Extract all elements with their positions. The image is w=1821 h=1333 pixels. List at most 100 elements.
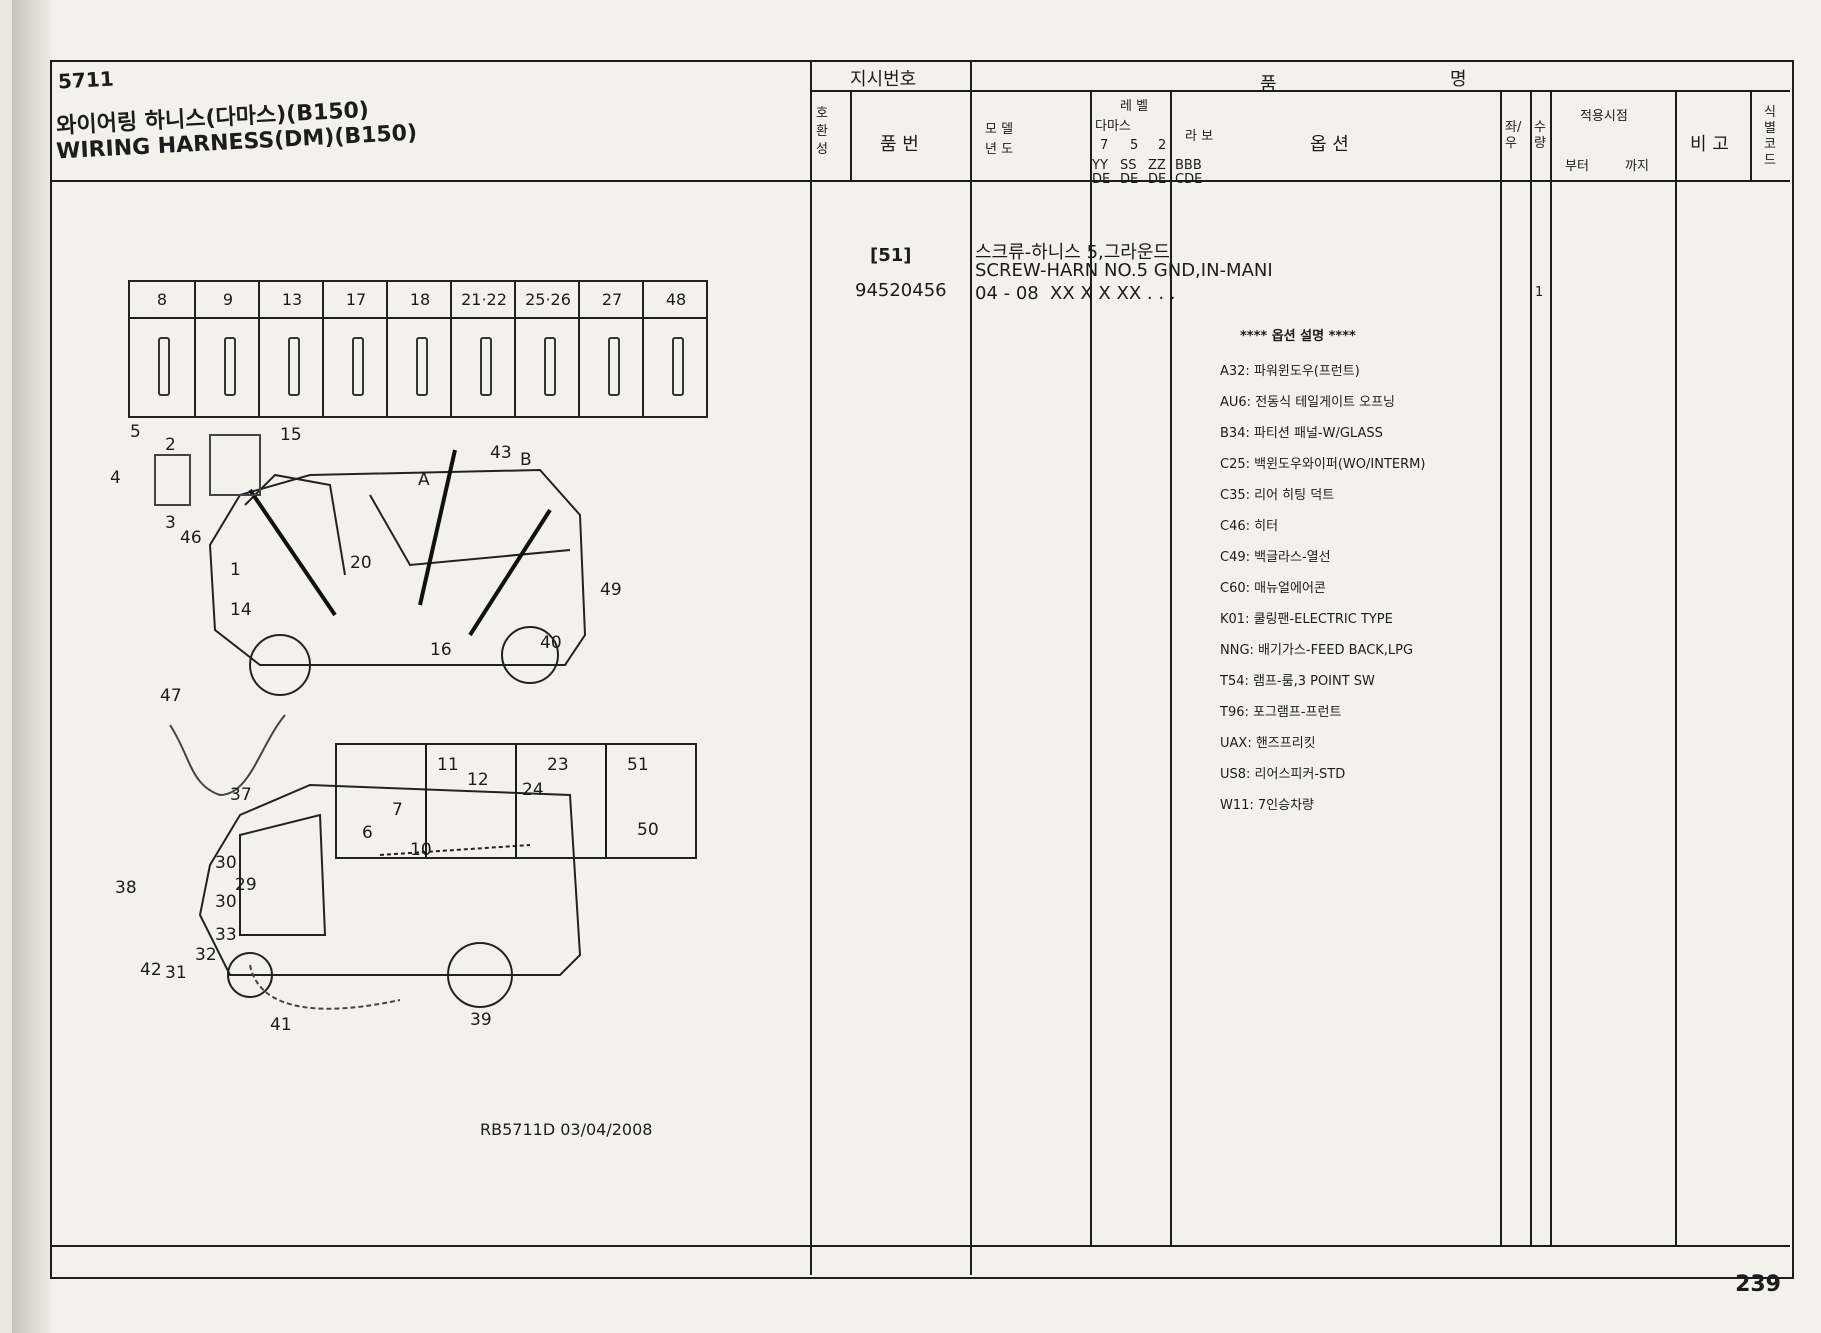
option-item: C35: 리어 히팅 덕트 bbox=[1220, 488, 1335, 503]
part-icon bbox=[288, 337, 300, 396]
parts-table-number: 27 bbox=[601, 290, 623, 309]
inset-callout: 50 bbox=[637, 820, 659, 840]
entry-part-no: 94520456 bbox=[855, 280, 947, 301]
callout-number: 10 bbox=[410, 840, 432, 860]
level-2: 2 bbox=[1158, 138, 1167, 153]
callout-number: 49 bbox=[600, 580, 622, 600]
parts-table-cell: 25·26 bbox=[514, 282, 580, 416]
instruction-no-header: 지시번호 bbox=[850, 69, 917, 90]
parts-table-cell: 13 bbox=[258, 282, 324, 416]
option-item: AU6: 전동식 테일게이트 오프닝 bbox=[1220, 395, 1396, 410]
parts-table-cell: 9 bbox=[194, 282, 260, 416]
callout-number: 5 bbox=[130, 422, 141, 442]
variant-de-2: DE bbox=[1120, 172, 1139, 187]
qty-header: 수량 bbox=[1534, 120, 1546, 151]
page-binding-shadow bbox=[12, 0, 52, 1333]
inset-callout: 51 bbox=[627, 755, 649, 775]
part-icon bbox=[352, 337, 364, 396]
parts-table-cell: 17 bbox=[322, 282, 388, 416]
parts-table-number: 13 bbox=[281, 290, 303, 309]
callout-number: 3 bbox=[165, 513, 176, 533]
callout-number: 1 bbox=[230, 560, 241, 580]
parts-table-number: 25·26 bbox=[525, 290, 571, 309]
labo-header: 라 보 bbox=[1185, 129, 1214, 144]
remark-header: 비 고 bbox=[1690, 134, 1729, 155]
part-icon bbox=[224, 337, 236, 396]
inset-callout: 23 bbox=[547, 755, 569, 775]
variant-yy: YY bbox=[1092, 158, 1108, 173]
callout-number: 39 bbox=[470, 1010, 492, 1030]
catalog-sheet: 5711 와이어링 하니스(다마스)(B150) WIRING HARNESS(… bbox=[50, 60, 1810, 1280]
option-item: C49: 백글라스-열선 bbox=[1220, 550, 1331, 565]
variant-zz: ZZ bbox=[1148, 158, 1166, 173]
callout-number: 15 bbox=[280, 425, 302, 445]
page-frame bbox=[50, 60, 1794, 1279]
callout-number: A bbox=[418, 470, 430, 490]
part-icon bbox=[480, 337, 492, 396]
callout-number: 41 bbox=[270, 1015, 292, 1035]
callout-number: 46 bbox=[180, 528, 202, 548]
callout-number: 32 bbox=[195, 945, 217, 965]
part-icon bbox=[158, 337, 170, 396]
callout-number: 47 bbox=[160, 686, 182, 706]
option-item: NNG: 배기가스-FEED BACK,LPG bbox=[1220, 643, 1414, 658]
entry-name-korean: 스크류-하니스 5,그라운드 bbox=[975, 242, 1170, 263]
option-item: UAX: 핸즈프리킷 bbox=[1220, 736, 1316, 751]
callout-number: 20 bbox=[350, 553, 372, 573]
parts-table-number: 48 bbox=[665, 290, 687, 309]
page-number: 239 bbox=[1735, 1272, 1781, 1297]
level-5: 5 bbox=[1130, 138, 1139, 153]
part-no-header: 품 번 bbox=[880, 134, 919, 155]
callout-number: 38 bbox=[115, 878, 137, 898]
catalog-page: 5711 와이어링 하니스(다마스)(B150) WIRING HARNESS(… bbox=[12, 0, 1821, 1333]
parts-table-number: 9 bbox=[222, 290, 234, 309]
part-icon bbox=[672, 337, 684, 396]
from-header: 부터 bbox=[1565, 159, 1589, 174]
entry-qty: 1 bbox=[1535, 285, 1544, 300]
parts-table-number: 8 bbox=[156, 290, 168, 309]
variant-de-3: DE bbox=[1148, 172, 1167, 187]
callout-number: 4 bbox=[110, 468, 121, 488]
inset-callout: 24 bbox=[522, 780, 544, 800]
entry-index: [51] bbox=[870, 245, 912, 266]
parts-table-number: 18 bbox=[409, 290, 431, 309]
callout-number: 30 bbox=[215, 892, 237, 912]
parts-table-cell: 48 bbox=[642, 282, 708, 416]
option-item: A32: 파워윈도우(프런트) bbox=[1220, 364, 1360, 379]
callout-number: 33 bbox=[215, 925, 237, 945]
parts-table-number: 17 bbox=[345, 290, 367, 309]
callout-number: 14 bbox=[230, 600, 252, 620]
option-item: T54: 램프-룸,3 POINT SW bbox=[1220, 674, 1375, 689]
interchange-header: 호환성 bbox=[816, 106, 828, 157]
callout-number: 40 bbox=[540, 633, 562, 653]
variant-bbb: BBB bbox=[1175, 158, 1202, 173]
level-header: 레 벨 bbox=[1120, 99, 1149, 114]
callout-number: 43 bbox=[490, 443, 512, 463]
inset-callout: 7 bbox=[392, 800, 403, 820]
model-year-header: 모 델 년 도 bbox=[985, 122, 1014, 157]
parts-table-cell: 27 bbox=[578, 282, 644, 416]
variant-de-1: DE bbox=[1092, 172, 1111, 187]
part-name-header: 품 bbox=[1260, 74, 1277, 95]
parts-table-cell: 21·22 bbox=[450, 282, 516, 416]
option-item: W11: 7인승차량 bbox=[1220, 798, 1315, 813]
callout-number: 30 bbox=[215, 853, 237, 873]
to-header: 까지 bbox=[1625, 159, 1649, 174]
drawing-code: RB5711D 03/04/2008 bbox=[480, 1120, 653, 1139]
vehicle-wiring-illustration bbox=[154, 434, 587, 1010]
callout-number: 42 bbox=[140, 960, 162, 980]
inset-callout: 11 bbox=[437, 755, 459, 775]
parts-table-cell: 18 bbox=[386, 282, 452, 416]
option-item: C46: 히터 bbox=[1220, 519, 1279, 534]
option-item: B34: 파티션 패널-W/GLASS bbox=[1220, 426, 1383, 441]
level-7: 7 bbox=[1100, 138, 1109, 153]
parts-icon-table: 8 9 13 17 18 21·22 25·26 27 48 bbox=[128, 280, 708, 418]
variant-ss: SS bbox=[1120, 158, 1137, 173]
part-icon bbox=[608, 337, 620, 396]
entry-year: 04 - 08 bbox=[975, 283, 1039, 304]
callout-number: 37 bbox=[230, 785, 252, 805]
entry-codes: XX X X XX . . . bbox=[1050, 283, 1176, 304]
inset-callout: 12 bbox=[467, 770, 489, 790]
callout-number: 29 bbox=[235, 875, 257, 895]
damas-header: 다마스 bbox=[1095, 119, 1131, 134]
